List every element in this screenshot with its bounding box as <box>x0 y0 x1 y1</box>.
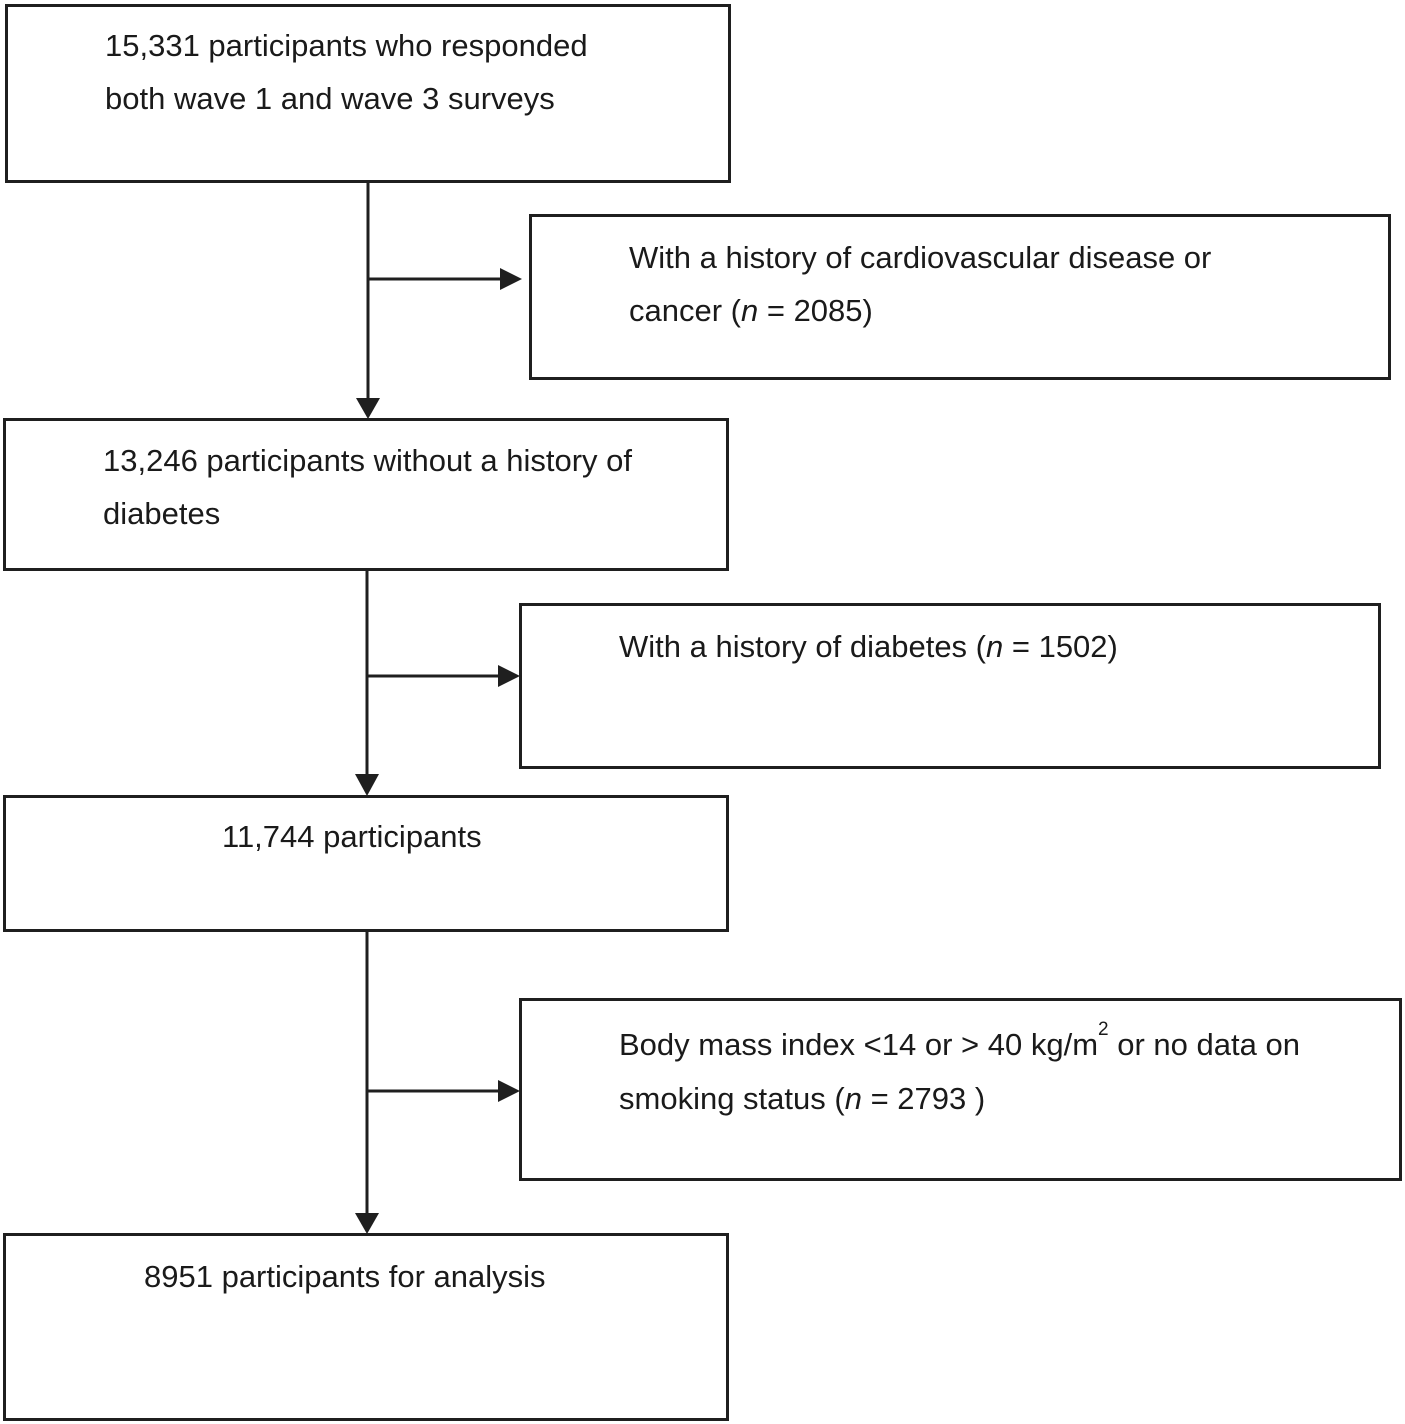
step1-text: 15,331 participants who responded both w… <box>105 19 588 125</box>
step2-line1: 13,246 participants without a history of <box>103 443 633 478</box>
exclusion2-line1-suffix: = 1502) <box>1003 629 1118 664</box>
step3-box <box>3 795 729 932</box>
exclusion2-n-label: n <box>986 629 1004 664</box>
exclusion3-line2-suffix: = 2793 ) <box>861 1081 986 1116</box>
exclusion3-line1-prefix: Body mass index <14 or > 40 kg/m <box>619 1027 1099 1062</box>
arrowhead-down-1 <box>356 398 380 419</box>
exclusion2-text: With a history of diabetes (n = 1502) <box>619 620 1118 673</box>
exclusion3-line2-prefix: smoking status ( <box>619 1081 845 1116</box>
exclusion1-line1: With a history of cardiovascular disease… <box>629 240 1212 275</box>
exclusion2-box <box>519 603 1381 769</box>
arrowhead-down-2 <box>355 774 379 796</box>
exclusion3-superscript: 2 <box>1098 1019 1109 1040</box>
arrowhead-right-2 <box>498 665 520 687</box>
step2-line2: diabetes <box>103 496 221 531</box>
step4-box <box>3 1233 729 1421</box>
step3-text: 11,744 participants <box>222 810 482 863</box>
exclusion1-line2: cancer (n = 2085) <box>629 284 1211 337</box>
step2-text: 13,246 participants without a history of… <box>103 434 632 540</box>
step4-text: 8951 participants for analysis <box>144 1250 546 1303</box>
exclusion1-line2-prefix: cancer ( <box>629 293 741 328</box>
arrowhead-down-3 <box>355 1213 379 1234</box>
exclusion3-line2: smoking status (n = 2793 ) <box>619 1074 1300 1123</box>
step2-box <box>3 418 729 571</box>
exclusion3-line1-suffix: or no data on <box>1108 1027 1300 1062</box>
exclusion3-box <box>519 998 1402 1181</box>
step3-line1: 11,744 participants <box>222 819 482 854</box>
exclusion1-text: With a history of cardiovascular disease… <box>629 231 1211 337</box>
exclusion1-line2-suffix: = 2085) <box>758 293 873 328</box>
exclusion3-text: Body mass index <14 or > 40 kg/m2 or no … <box>619 1019 1300 1123</box>
exclusion3-n-label: n <box>844 1081 862 1116</box>
arrowhead-right-3 <box>498 1080 520 1102</box>
exclusion1-n-label: n <box>740 293 759 328</box>
step1-line1: 15,331 participants who responded <box>105 28 588 63</box>
step1-line2: both wave 1 and wave 3 surveys <box>105 81 555 116</box>
arrowhead-right-1 <box>500 268 522 290</box>
exclusion2-line1-prefix: With a history of diabetes ( <box>619 629 986 664</box>
step1-box <box>5 4 731 183</box>
step4-line1: 8951 participants for analysis <box>144 1259 546 1294</box>
exclusion3-line1: Body mass index <14 or > 40 kg/m2 or no … <box>619 1019 1300 1074</box>
exclusion1-box <box>529 214 1391 380</box>
exclusion2-line1: With a history of diabetes (n = 1502) <box>619 620 1118 673</box>
